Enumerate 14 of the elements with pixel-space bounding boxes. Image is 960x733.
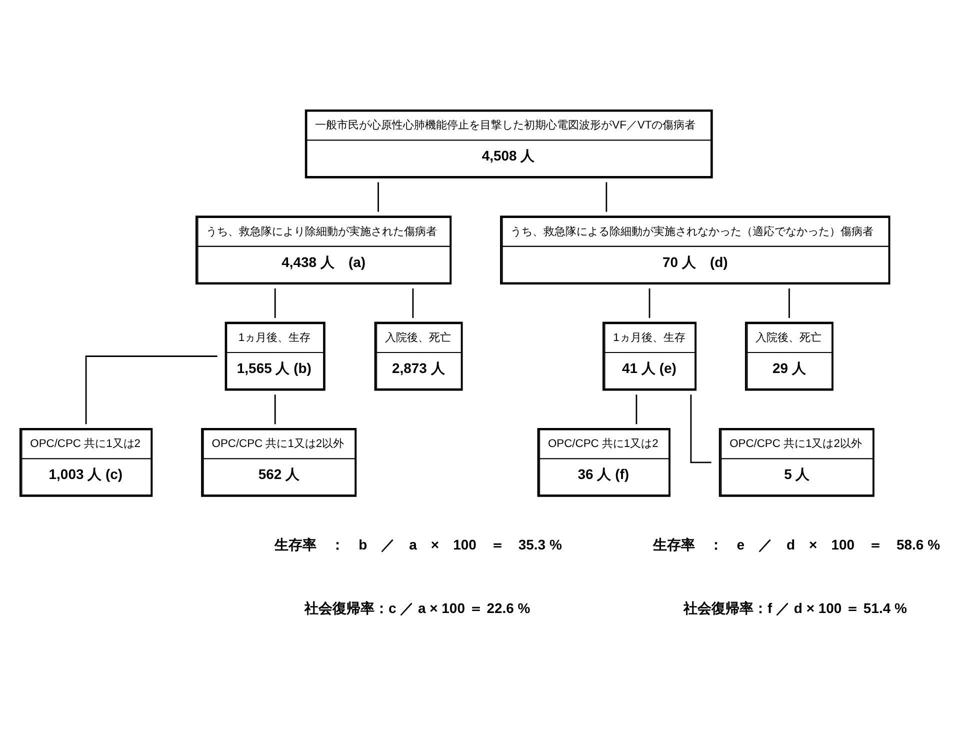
connector [636,394,638,424]
label: 社会復帰率：c ／ a × 100 ＝ 22.6 % [304,600,530,616]
connector [378,182,379,212]
label: 社会復帰率：f ／ d × 100 ＝ 51.4 % [683,600,907,616]
connector [648,288,650,318]
connector [85,356,218,424]
connector [690,394,712,464]
connector [274,288,276,318]
connector [412,288,414,318]
label: 生存率 ： b ／ a × 100 ＝ 35.3 % [274,536,562,553]
connector [274,394,276,424]
label: 生存率 ： e ／ d × 100 ＝ 58.6 % [652,536,940,553]
connector [606,182,608,212]
connector [788,288,790,318]
